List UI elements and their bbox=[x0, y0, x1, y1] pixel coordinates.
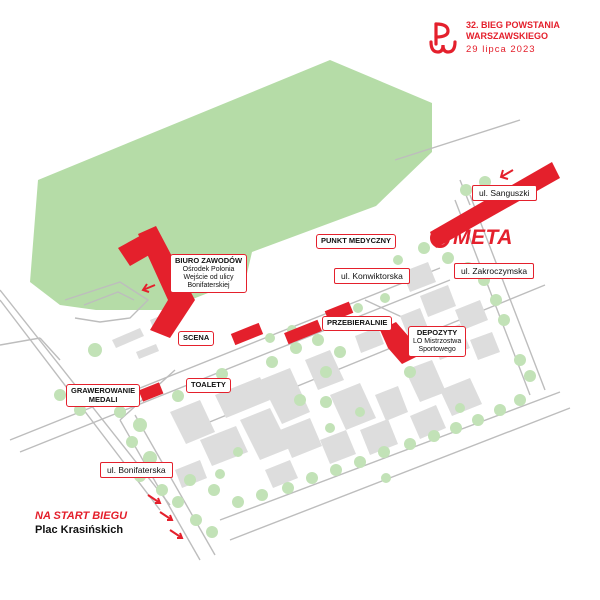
biuro-line3: Bonifaterskiej bbox=[187, 281, 230, 289]
event-title-line1: 32. BIEG POWSTANIA bbox=[466, 20, 560, 30]
event-title-line2: WARSZAWSKIEGO bbox=[466, 31, 549, 42]
start-label: NA START BIEGU bbox=[35, 510, 128, 522]
biuro-line2: Wejście od ulicy bbox=[183, 273, 234, 281]
finish-ring-icon bbox=[430, 228, 450, 248]
depozyty-label: DEPOZYTY LO Mistrzostwa Sportowego bbox=[408, 326, 467, 357]
street-label-zakroczymska: ul. Zakroczymska bbox=[454, 263, 535, 279]
biuro-building-marker bbox=[138, 226, 195, 338]
przebieralnie-marker bbox=[284, 319, 322, 345]
toalety-label: TOALETY bbox=[186, 378, 231, 393]
street-label-sanguszki: ul. Sanguszki bbox=[472, 185, 537, 201]
scena-label: SCENA bbox=[178, 331, 215, 346]
finish-label: META bbox=[453, 226, 513, 249]
street-label-konwiktorska: ul. Konwiktorska bbox=[334, 268, 410, 284]
direction-arrows bbox=[141, 169, 514, 539]
grawerowanie-medali-label: GRAWEROWANIE MEDALI bbox=[66, 384, 141, 408]
biuro-zawodow-label: BIURO ZAWODÓW Ośrodek Polonia Wejście od… bbox=[170, 254, 248, 293]
trees bbox=[54, 176, 536, 538]
kotwica-pw-logo-icon bbox=[429, 22, 457, 54]
biuro-title: BIURO ZAWODÓW bbox=[175, 256, 243, 265]
start-info: NA START BIEGU Plac Krasińskich bbox=[35, 510, 127, 536]
building-blocks bbox=[170, 262, 500, 488]
punkt-medyczny-label: PUNKT MEDYCZNY bbox=[316, 234, 397, 249]
depozyty-line1: LO Mistrzostwa bbox=[413, 337, 462, 345]
start-place: Plac Krasińskich bbox=[35, 524, 124, 536]
finish-marker: META bbox=[430, 226, 513, 250]
grawerowanie-marker bbox=[138, 382, 164, 402]
event-date: 29 lipca 2023 bbox=[466, 43, 536, 55]
depozyty-title: DEPOZYTY bbox=[416, 328, 458, 337]
grawerowanie-line1: GRAWEROWANIE bbox=[71, 386, 136, 395]
finish-route bbox=[430, 162, 560, 248]
biuro-line1: Ośrodek Polonia bbox=[182, 265, 235, 273]
street-label-bonifaterska: ul. Bonifaterska bbox=[100, 462, 173, 478]
scena-marker bbox=[230, 322, 264, 346]
grawerowanie-line2: MEDALI bbox=[88, 394, 118, 404]
depozyty-line2: Sportowego bbox=[418, 345, 456, 353]
event-brand: 32. BIEG POWSTANIA WARSZAWSKIEGO 29 lipc… bbox=[428, 20, 560, 56]
przebieralnie-label: PRZEBIERALNIE bbox=[322, 316, 393, 331]
